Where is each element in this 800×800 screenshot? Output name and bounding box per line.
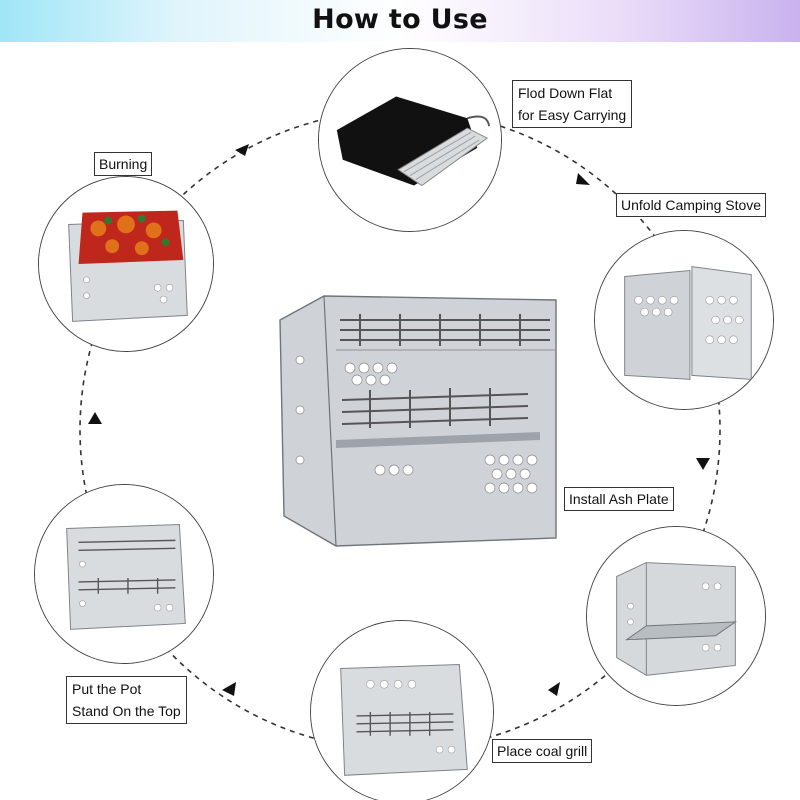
label-unfold: Unfold Camping Stove (616, 193, 767, 217)
label-coal: Place coal grill (492, 739, 593, 763)
step-unfold-image (594, 230, 774, 410)
label-fold: Flod Down Flat for Easy Carrying (512, 80, 633, 128)
step-ash-image (586, 526, 766, 706)
step-burning-image (38, 176, 214, 352)
arrow-icon (548, 682, 560, 696)
label-ash: Install Ash Plate (564, 487, 674, 511)
arrow-icon (222, 682, 236, 696)
arrow-icon (576, 173, 590, 185)
step-fold-image (318, 48, 502, 232)
arrow-icon (696, 458, 710, 470)
arrow-icon (88, 412, 102, 424)
product-image (270, 290, 560, 550)
step-coal-image (310, 620, 494, 800)
step-pot-image (34, 484, 214, 664)
label-burning: Burning (94, 152, 153, 176)
page-title: How to Use (312, 4, 488, 35)
header-banner: How to Use (0, 0, 800, 42)
arrow-icon (235, 144, 249, 156)
label-pot: Put the Pot Stand On the Top (66, 676, 187, 724)
